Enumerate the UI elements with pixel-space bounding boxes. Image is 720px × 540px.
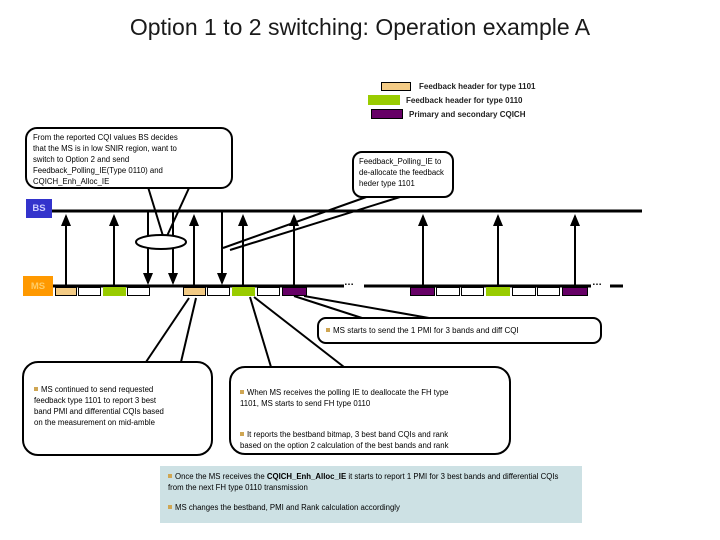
page-title: Option 1 to 2 switching: Operation examp… [129,14,591,40]
callout-tail-lines [145,186,430,368]
ellipsis-right: … [592,277,603,288]
frame-box-white [461,287,484,296]
bs-decision-callout: From the reported CQI values BS decides … [25,127,233,189]
bullet-icon [168,505,172,509]
when-ms-text-2: It reports the bestband bitmap, 3 best b… [240,430,449,450]
frame-box-tan [183,287,206,296]
bullet-icon [240,432,244,436]
when-ms-bullet-1: When MS receives the polling IE to deall… [240,387,500,409]
frame-box-white [127,287,150,296]
frame-box-white [78,287,101,296]
bullet-icon [34,387,38,391]
bullet-icon [168,474,172,478]
ms-continued-callout: MS continued to send requested feedback … [22,361,213,456]
frame-box-green [103,287,126,296]
frame-box-tan [55,287,77,296]
summary-bullet-2: MS changes the bestband, PMI and Rank ca… [168,502,574,513]
legend-item-0110: Feedback header for type 0110 [368,95,523,105]
legend-swatch-0110-icon [368,95,400,105]
grouping-ellipse [135,234,187,250]
ms-starts-text: MS starts to send the 1 PMI for 3 bands … [333,326,519,335]
ms-continued-text: MS continued to send requested feedback … [34,385,164,427]
frame-box-purple [282,287,307,296]
frame-box-white [207,287,230,296]
summary-text-post: it starts to report 1 PMI for 3 best ban… [168,472,559,492]
summary-text-2: MS changes the bestband, PMI and Rank ca… [175,503,400,512]
frame-box-white [512,287,536,296]
frame-box-white [537,287,560,296]
when-ms-receives-box: When MS receives the polling IE to deall… [229,366,511,455]
legend-swatch-cqich-icon [371,109,403,119]
frame-box-green [486,287,510,296]
legend-item-cqich: Primary and secondary CQICH [371,109,525,119]
frame-box-green [232,287,255,296]
legend-label: Feedback header for type 1101 [419,82,536,91]
bullet-icon [326,328,330,332]
when-ms-bullet-2: It reports the bestband bitmap, 3 best b… [240,429,500,451]
bs-node-label: BS [26,199,52,218]
summary-text-pre: Once the MS receives the [175,472,267,481]
legend-label: Primary and secondary CQICH [409,109,526,119]
frame-box-purple [562,287,588,296]
when-ms-text-1: When MS receives the polling IE to deall… [240,388,449,408]
summary-box: Once the MS receives the CQICH_Enh_Alloc… [160,466,582,523]
frame-box-white [257,287,280,296]
frame-box-purple [410,287,435,296]
legend-label: Feedback header for type 0110 [406,95,523,105]
summary-text-code: CQICH_Enh_Alloc_IE [266,472,347,481]
legend-swatch-1101-icon [381,82,411,91]
bullet-icon [240,390,244,394]
legend-item-1101: Feedback header for type 1101 [381,82,536,91]
deallocate-callout: Feedback_Polling_IE to de-allocate the f… [352,151,454,198]
frame-box-white [436,287,460,296]
ellipsis-mid: … [344,277,355,288]
ms-starts-callout: MS starts to send the 1 PMI for 3 bands … [317,317,602,344]
ms-node-label: MS [23,276,53,296]
summary-bullet-1: Once the MS receives the CQICH_Enh_Alloc… [168,471,574,493]
